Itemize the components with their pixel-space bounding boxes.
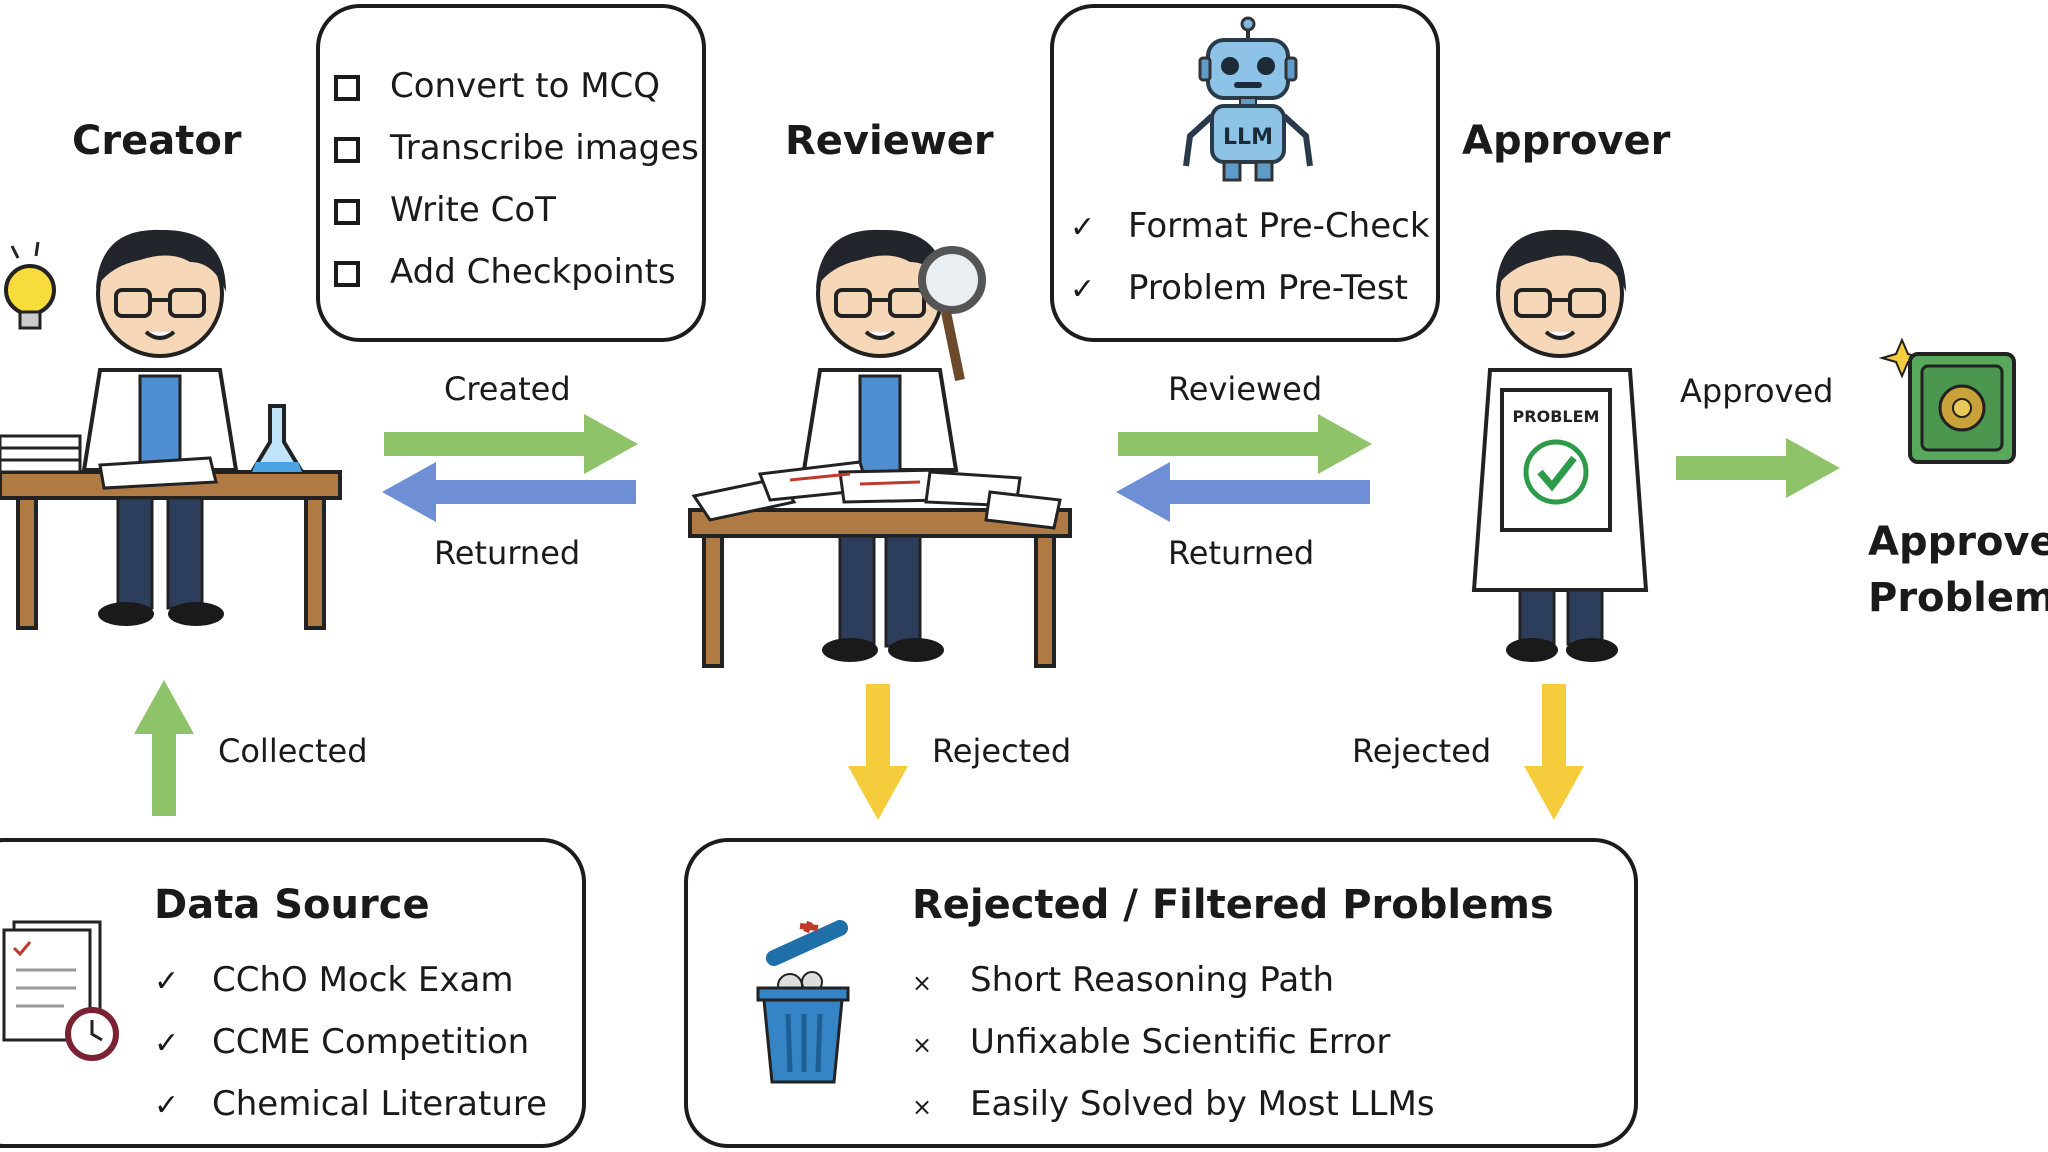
paper-stack-icon — [0, 434, 82, 474]
approver-title: Approver — [1462, 118, 1671, 164]
checkbox-icon — [334, 198, 360, 225]
rejected-arrow-1 — [848, 684, 908, 820]
data-source-item: ✓Chemical Literature — [154, 1084, 548, 1124]
check-icon: ✓ — [1070, 210, 1096, 245]
flask-icon — [248, 404, 306, 474]
rejected-label-2: Rejected — [1352, 732, 1492, 770]
reviewed-arrow — [1118, 414, 1372, 474]
reviewer-illustration — [688, 229, 1072, 668]
rejected-box-title: Rejected / Filtered Problems — [912, 882, 1554, 928]
task-item: Transcribe images — [334, 128, 699, 168]
returned-label-2: Returned — [1168, 534, 1315, 572]
x-mark-icon: × — [912, 1093, 933, 1121]
rejected-arrow-2 — [1524, 684, 1584, 820]
creator-illustration — [0, 229, 342, 630]
check-icon: ✓ — [154, 1026, 180, 1061]
data-source-item: ✓CChO Mock Exam — [154, 960, 514, 1000]
x-mark-icon: × — [912, 969, 933, 997]
task-item: Write CoT — [334, 190, 556, 230]
trash-bin-icon — [756, 920, 850, 1084]
created-label: Created — [444, 370, 571, 408]
llm-check-item: ✓Format Pre-Check — [1070, 206, 1430, 246]
reviewed-label: Reviewed — [1168, 370, 1323, 408]
rejected-item: ×Unfixable Scientific Error — [912, 1022, 1391, 1062]
approved-arrow — [1676, 438, 1840, 498]
approved-problems-line1: Approved — [1868, 519, 2048, 565]
data-source-title: Data Source — [154, 882, 430, 928]
approved-label: Approved — [1680, 372, 1834, 410]
check-icon: ✓ — [154, 964, 180, 999]
robot-icon: LLM — [1183, 16, 1313, 182]
reviewer-title: Reviewer — [785, 118, 994, 164]
task-item: Add Checkpoints — [334, 252, 676, 292]
approved-check-icon — [1523, 439, 1589, 505]
document-clock-icon — [2, 920, 119, 1061]
rejected-label-1: Rejected — [932, 732, 1072, 770]
checkbox-icon — [334, 260, 360, 287]
check-icon: ✓ — [154, 1088, 180, 1123]
creator-tasks-box: Convert to MCQ Transcribe images Write C… — [316, 4, 706, 342]
llm-precheck-box: LLM ✓Format Pre-Check ✓Problem Pre-Test — [1050, 4, 1440, 342]
data-source-box: Data Source ✓CChO Mock Exam ✓CCME Compet… — [0, 838, 586, 1148]
returned-arrow-1 — [382, 462, 636, 522]
created-arrow — [384, 414, 638, 474]
approved-problems-label: Approved Problems — [1868, 514, 2048, 626]
rejected-item: ×Short Reasoning Path — [912, 960, 1335, 1000]
robot-chest-label: LLM — [1223, 125, 1273, 150]
collected-arrow — [134, 680, 194, 816]
rejected-item: ×Easily Solved by Most LLMs — [912, 1084, 1435, 1124]
creator-title: Creator — [72, 118, 242, 164]
rejected-problems-box: Rejected / Filtered Problems ×Short Reas… — [684, 838, 1638, 1148]
sign-label: PROBLEM — [1513, 407, 1600, 426]
llm-check-item: ✓Problem Pre-Test — [1070, 268, 1408, 308]
safe-icon — [1878, 337, 2016, 464]
magnifier-icon — [918, 246, 986, 382]
lightbulb-icon — [4, 241, 56, 330]
scattered-papers-icon — [691, 460, 1062, 530]
returned-label-1: Returned — [434, 534, 581, 572]
checkbox-icon — [334, 74, 360, 101]
checkbox-icon — [334, 136, 360, 163]
x-mark-icon: × — [912, 1031, 933, 1059]
approved-problems-line2: Problems — [1868, 575, 2048, 621]
returned-arrow-2 — [1116, 462, 1370, 522]
data-source-item: ✓CCME Competition — [154, 1022, 530, 1062]
check-icon: ✓ — [1070, 272, 1096, 307]
task-item: Convert to MCQ — [334, 66, 660, 106]
approver-illustration: PROBLEM — [1471, 229, 1649, 662]
collected-label: Collected — [218, 732, 368, 770]
